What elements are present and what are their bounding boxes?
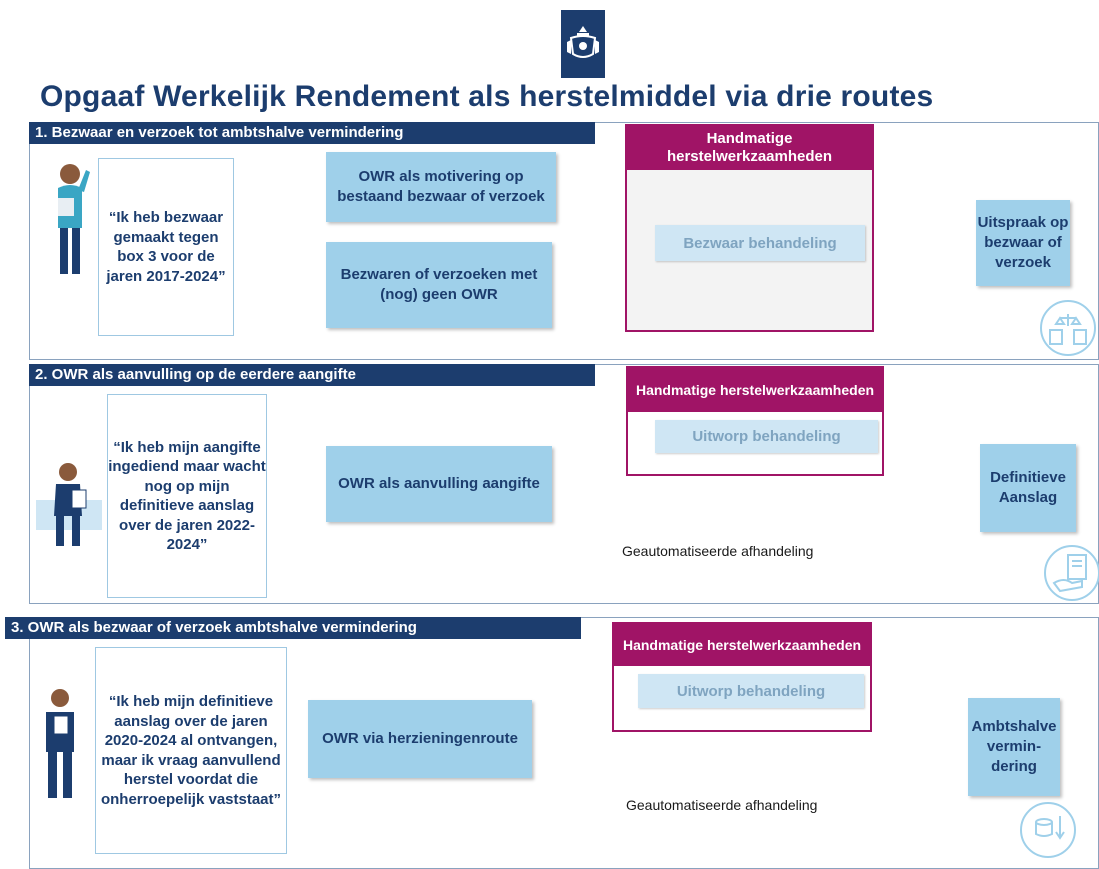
route2-manual-task: Uitworp behandeling <box>655 420 878 453</box>
woman-thinking-icon <box>58 164 90 274</box>
route3-manual-header: Handmatige herstelwerkzaamheden <box>614 624 870 666</box>
page-title: Opgaaf Werkelijk Rendement als herstelmi… <box>40 80 934 113</box>
coins-reduction-icon <box>1020 802 1076 858</box>
route1-manual-task: Bezwaar behandeling <box>655 225 865 261</box>
route1-box-zonder-owr: Bezwaren of verzoeken met (nog) geen OWR <box>326 242 552 328</box>
route2-result: Definitieve Aanslag <box>980 444 1076 532</box>
standing-man-icon <box>46 689 74 798</box>
route2-quote: “Ik heb mijn aangifte ingediend maar wac… <box>107 394 267 598</box>
crest-icon <box>567 26 599 58</box>
route3-manual-task: Uitworp behandeling <box>638 674 864 708</box>
government-logo <box>561 10 605 78</box>
route2-manual-header: Handmatige herstelwerkzaamheden <box>628 368 882 412</box>
route1-header: 1. Bezwaar en verzoek tot ambtshalve ver… <box>29 122 595 144</box>
route2-box-owr-aanvulling: OWR als aanvulling aangifte <box>326 446 552 522</box>
route3-result: Ambtshalve vermin-dering <box>968 698 1060 796</box>
route3-box-herzieningenroute: OWR via herzieningenroute <box>308 700 532 778</box>
route1-quote: “Ik heb bezwaar gemaakt tegen box 3 voor… <box>98 158 234 336</box>
route3-auto-label: Geautomatiseerde afhandeling <box>626 797 818 813</box>
route1-box-owr-motivering: OWR als motivering op bestaand bezwaar o… <box>326 152 556 222</box>
route2-header: 2. OWR als aanvulling op de eerdere aang… <box>29 364 595 386</box>
route1-result: Uitspraak op bezwaar of verzoek <box>976 200 1070 286</box>
seated-man-icon <box>36 463 102 546</box>
route2-auto-label: Geautomatiseerde afhandeling <box>622 543 814 559</box>
scales-documents-icon <box>1040 300 1096 356</box>
tax-document-hand-icon <box>1044 545 1099 601</box>
route3-quote: “Ik heb mijn definitieve aanslag over de… <box>95 647 287 854</box>
route1-manual-header: Handmatige herstelwerkzaamheden <box>627 126 872 170</box>
route3-header: 3. OWR als bezwaar of verzoek ambtshalve… <box>5 617 581 639</box>
